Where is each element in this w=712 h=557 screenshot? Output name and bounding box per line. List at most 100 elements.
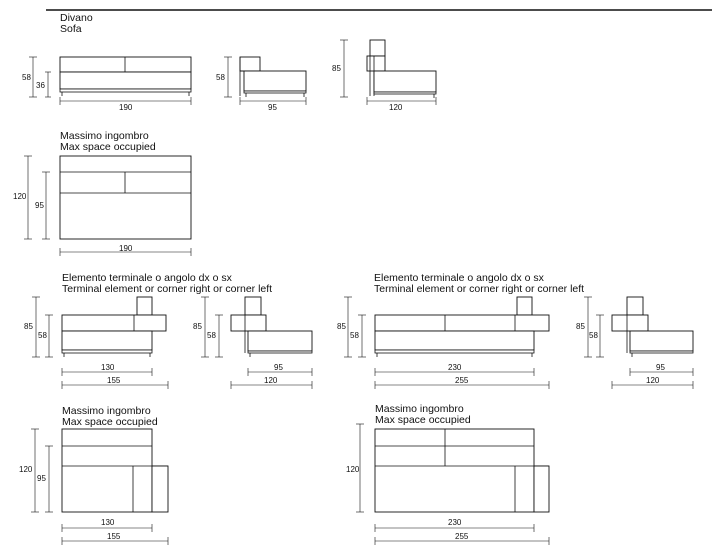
footprint-outline — [59, 155, 192, 240]
dim-label: 95 — [37, 474, 46, 483]
caption-sofa-it: Divano — [60, 12, 93, 24]
dim-term2-side-seat: 58 — [589, 314, 604, 358]
base-rail — [243, 90, 307, 94]
caption-max-space-1-en: Max space occupied — [60, 141, 156, 153]
terminal-b-side-view — [611, 296, 694, 357]
caption-terminal-a-it: Elemento terminale o angolo dx o sx — [62, 272, 232, 284]
max-space-2-plan — [61, 428, 169, 513]
caption-terminal-b-it: Elemento terminale o angolo dx o sx — [374, 272, 544, 284]
dim-label: 190 — [119, 103, 133, 112]
dim-label: 120 — [346, 465, 360, 474]
dim-term2-front-seat: 58 — [350, 314, 366, 358]
dim-term2-side-height: 85 — [576, 296, 592, 358]
dim-term2-side-total: 120 — [611, 376, 694, 389]
headrest-outline — [136, 296, 153, 316]
terminal-extension-outline — [533, 465, 550, 513]
caption-sofa: Divano Sofa — [60, 13, 93, 35]
base-rail — [373, 91, 437, 95]
dim-label: 85 — [337, 322, 346, 331]
dim-term2-inner-width: 230 — [374, 363, 535, 376]
dim-max1-total-depth: 120 — [13, 155, 32, 240]
dim-sofa-back-height: 85 — [332, 39, 348, 98]
caption-max-space-1-it: Massimo ingombro — [60, 130, 149, 142]
backrest-outline — [611, 314, 649, 332]
seat-outline — [629, 330, 694, 352]
dim-label: 58 — [207, 331, 216, 340]
dim-label: 36 — [36, 81, 45, 90]
dim-label: 95 — [274, 363, 283, 372]
dim-label: 120 — [264, 376, 278, 385]
dim-label: 58 — [216, 73, 225, 82]
caption-terminal-a: Elemento terminale o angolo dx o sx Term… — [62, 273, 272, 295]
caption-max-space-3-en: Max space occupied — [375, 414, 471, 426]
dim-label: 95 — [268, 103, 277, 112]
dim-label: 255 — [455, 376, 469, 385]
dim-max2-seat-depth: 95 — [37, 445, 53, 513]
dim-label: 58 — [38, 331, 47, 340]
terminal-b-front-view — [374, 296, 550, 357]
dim-term2-side-depth: 95 — [629, 363, 694, 376]
dim-sofa-back-depth: 120 — [366, 97, 437, 112]
footprint-outline — [374, 428, 535, 513]
backrest-outline — [61, 314, 167, 332]
sofa-back-high-view — [366, 39, 437, 98]
dim-label: 120 — [646, 376, 660, 385]
headrest-outline — [516, 296, 533, 316]
dim-max3-inner-width: 230 — [374, 518, 535, 532]
base-rail — [374, 349, 535, 354]
max-space-3-plan — [374, 428, 550, 513]
seat-outline — [247, 330, 313, 352]
backrest-outline — [59, 56, 192, 73]
backrest-outline — [239, 56, 261, 72]
backrest-outline — [230, 314, 267, 332]
sofa-front-view — [59, 56, 192, 96]
base-rail — [629, 350, 694, 354]
terminal-extension-outline — [151, 465, 169, 513]
dim-label: 190 — [119, 244, 133, 253]
headrest-outline — [369, 39, 386, 57]
seat-outline — [59, 71, 192, 90]
dim-label: 155 — [107, 376, 121, 385]
backrest-outline — [374, 314, 550, 332]
caption-sofa-en: Sofa — [60, 23, 82, 35]
dim-term1-side-total: 120 — [230, 376, 313, 389]
dim-term1-front-seat: 58 — [38, 314, 53, 358]
dim-term2-total-width: 255 — [374, 376, 550, 389]
seat-outline — [61, 330, 153, 351]
caption-terminal-a-en: Terminal element or corner right or corn… — [62, 283, 273, 295]
base-rail — [61, 349, 153, 354]
caption-max-space-2-en: Max space occupied — [62, 416, 158, 428]
dim-label: 230 — [448, 518, 462, 527]
dim-term1-side-height: 85 — [193, 296, 209, 358]
dim-max1-width: 190 — [59, 244, 192, 256]
dim-max1-seat-depth: 95 — [35, 171, 50, 240]
caption-terminal-b-en: Terminal element or corner right or corn… — [374, 283, 585, 295]
dim-term1-inner-width: 130 — [61, 363, 153, 376]
dim-max2-inner-width: 130 — [61, 518, 153, 532]
dim-term1-side-depth: 95 — [247, 363, 313, 376]
caption-max-space-3-it: Massimo ingombro — [375, 403, 464, 415]
base-rail — [247, 350, 313, 354]
dim-sofa-front-width: 190 — [59, 97, 192, 112]
dim-label: 120 — [19, 465, 33, 474]
caption-max-space-1: Massimo ingombro Max space occupied — [60, 131, 156, 153]
seat-outline — [243, 70, 307, 92]
dim-term1-front-height: 85 — [24, 296, 40, 358]
dim-max3-total-width: 255 — [374, 532, 550, 545]
dim-label: 130 — [101, 518, 115, 527]
dim-label: 85 — [576, 322, 585, 331]
dim-label: 95 — [35, 201, 44, 210]
dim-label: 58 — [22, 73, 31, 82]
dim-max3-total-depth: 120 — [346, 423, 364, 513]
dim-term2-front-height: 85 — [337, 296, 352, 358]
dim-label: 120 — [389, 103, 403, 112]
dim-label: 155 — [107, 532, 121, 541]
caption-max-space-3: Massimo ingombro Max space occupied — [375, 404, 471, 426]
dim-sofa-side-depth: 95 — [239, 97, 307, 112]
base-rail — [59, 88, 192, 93]
terminal-a-front-view — [61, 296, 167, 357]
caption-terminal-b: Elemento terminale o angolo dx o sx Term… — [374, 273, 584, 295]
sofa-side-view — [239, 56, 307, 97]
